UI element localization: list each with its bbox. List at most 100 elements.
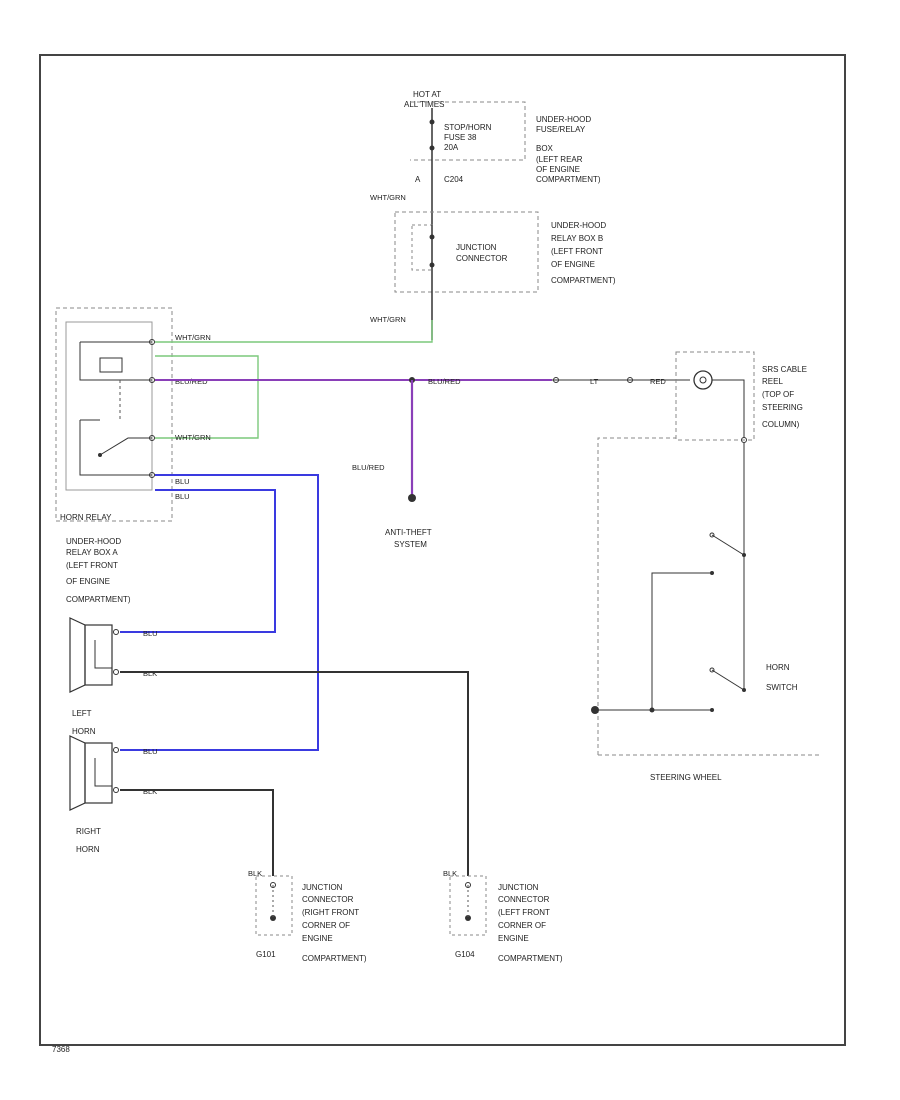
g101-label-6: COMPARTMENT) xyxy=(302,954,367,963)
top-horn-pin-2 xyxy=(113,669,119,675)
steering-ground-terminal xyxy=(591,706,599,714)
g104-label-1: JUNCTION xyxy=(498,883,539,892)
horn-switch-pivot-2 xyxy=(709,667,715,673)
top-horn xyxy=(69,617,119,693)
steering-wheel-outline-left xyxy=(597,437,676,755)
relay-box-a-outline xyxy=(55,307,173,522)
fuse-terminal-top xyxy=(429,119,435,125)
g104-connector-outline xyxy=(449,875,487,936)
g101-label-2: CONNECTOR xyxy=(302,895,354,904)
fuse-box-label-5: OF ENGINE xyxy=(536,165,580,174)
srs-label-5: COLUMN) xyxy=(762,420,800,429)
anti-theft-wire-label: BLU/RED xyxy=(352,463,385,472)
relay-box-b-label-1: UNDER-HOOD xyxy=(551,221,606,230)
left-horn-label-2: HORN xyxy=(72,727,96,736)
horn-switch-label-2: SWITCH xyxy=(766,683,798,692)
anti-theft-label-1: ANTI-THEFT xyxy=(385,528,432,537)
g101-label-4: CORNER OF xyxy=(302,921,350,930)
relay-box-a-label-3: (LEFT FRONT xyxy=(66,561,118,570)
bottom-horn-pin-2 xyxy=(113,787,119,793)
horn-switch-pivot-1 xyxy=(709,532,715,538)
connector-c204-label: C204 xyxy=(444,175,464,184)
fuse-box-label-1: UNDER-HOOD xyxy=(536,115,591,124)
g101-pin-1 xyxy=(270,882,276,888)
relay-switch-common xyxy=(79,420,152,476)
relay-box-b-label-2: RELAY BOX B xyxy=(551,234,603,243)
relay-box-b-label-5: COMPARTMENT) xyxy=(551,276,616,285)
relay-wire-label-2: BLU/RED xyxy=(175,377,208,386)
bottom-horn-body xyxy=(84,742,113,804)
bottom-horn xyxy=(69,735,119,811)
mid-wire-label: BLU/RED xyxy=(428,377,461,386)
relay-box-a-label-1: UNDER-HOOD xyxy=(66,537,121,546)
wire-label-wht-grn-top: WHT/GRN xyxy=(370,193,406,202)
relay-wire-label-1: WHT/GRN xyxy=(175,333,211,342)
g101-label-1: JUNCTION xyxy=(302,883,343,892)
fuse-label-3: 20A xyxy=(444,143,459,152)
wire-srs-to-switch xyxy=(712,379,745,438)
g104-label-2: CONNECTOR xyxy=(498,895,550,904)
relay-box-b-outline xyxy=(394,211,539,293)
right-horn-label-1: RIGHT xyxy=(76,827,101,836)
top-horn-bell-icon xyxy=(69,617,86,693)
relay-wire-label-5: BLU xyxy=(175,492,190,501)
relay-pin-4 xyxy=(149,472,155,478)
srs-cable-reel-outline xyxy=(675,351,755,441)
top-horn-body xyxy=(84,624,113,686)
horn-switch-splice xyxy=(649,707,655,713)
g104-id-label: G104 xyxy=(455,950,475,959)
relay-box-a-label-4: OF ENGINE xyxy=(66,577,110,586)
all-times-label: ALL TIMES xyxy=(404,100,444,109)
wire-horn-switch-bus xyxy=(651,572,712,710)
fuse-box-label-2: FUSE/RELAY xyxy=(536,125,586,134)
wire-label-wht-grn-mid: WHT/GRN xyxy=(370,315,406,324)
g104-label-4: CORNER OF xyxy=(498,921,546,930)
relay-switch-dot xyxy=(98,453,102,457)
g104-pin-1 xyxy=(465,882,471,888)
horn-switch-contact-2 xyxy=(711,669,745,691)
horn-relay-label: HORN RELAY xyxy=(60,513,112,522)
junction-connector-b-outline xyxy=(411,224,433,271)
top-horn-coil xyxy=(94,640,112,669)
horn-relay-body xyxy=(65,321,153,491)
relay-switch-contact xyxy=(99,437,152,456)
fuse-box-label-4: (LEFT REAR xyxy=(536,155,583,164)
srs-connector-left xyxy=(553,377,559,383)
relay-coil-return xyxy=(79,342,152,381)
fuse-terminal-bottom xyxy=(429,145,435,151)
ground-wire-label-1: BLK xyxy=(248,869,262,878)
horn-wire-label-3: BLU xyxy=(143,747,158,756)
junction-b-label-1: JUNCTION xyxy=(456,243,497,252)
relay-box-a-label-2: RELAY BOX A xyxy=(66,548,118,557)
g101-connector-outline xyxy=(255,875,293,936)
srs-connector-mid xyxy=(627,377,633,383)
srs-label-4: STEERING xyxy=(762,403,803,412)
srs-wire-label-lt: LT xyxy=(590,377,599,386)
junction-b-label-2: CONNECTOR xyxy=(456,254,508,263)
wire-blk-bottom-horn-ground xyxy=(120,789,274,876)
g101-pin-2 xyxy=(270,915,276,921)
horn-switch-contact-1 xyxy=(711,534,745,556)
fuse-label-2: FUSE 38 xyxy=(444,133,477,142)
right-horn-label-2: HORN xyxy=(76,845,100,854)
wire-wht-grn-relay-to-junction xyxy=(155,320,433,343)
horn-wire-label-1: BLU xyxy=(143,629,158,638)
anti-theft-label-2: SYSTEM xyxy=(394,540,427,549)
relay-pin-3 xyxy=(149,435,155,441)
wire-blk-top-horn-ground xyxy=(120,671,469,876)
relay-box-a-label-5: COMPARTMENT) xyxy=(66,595,131,604)
srs-reel-center xyxy=(699,376,707,384)
g104-pin-2 xyxy=(465,915,471,921)
hot-at-label: HOT AT xyxy=(413,90,441,99)
relay-pin-1 xyxy=(149,339,155,345)
bottom-horn-coil xyxy=(94,758,112,787)
left-horn-label-1: LEFT xyxy=(72,709,92,718)
srs-label-2: REEL xyxy=(762,377,783,386)
relay-pin-2 xyxy=(149,377,155,383)
connector-a-label: A xyxy=(415,175,421,184)
horn-wire-label-4: BLK xyxy=(143,787,157,796)
fuse-box-outline xyxy=(410,101,526,161)
wire-blu-to-left-horn xyxy=(120,474,319,751)
fuse-box-label-3: BOX xyxy=(536,144,554,153)
